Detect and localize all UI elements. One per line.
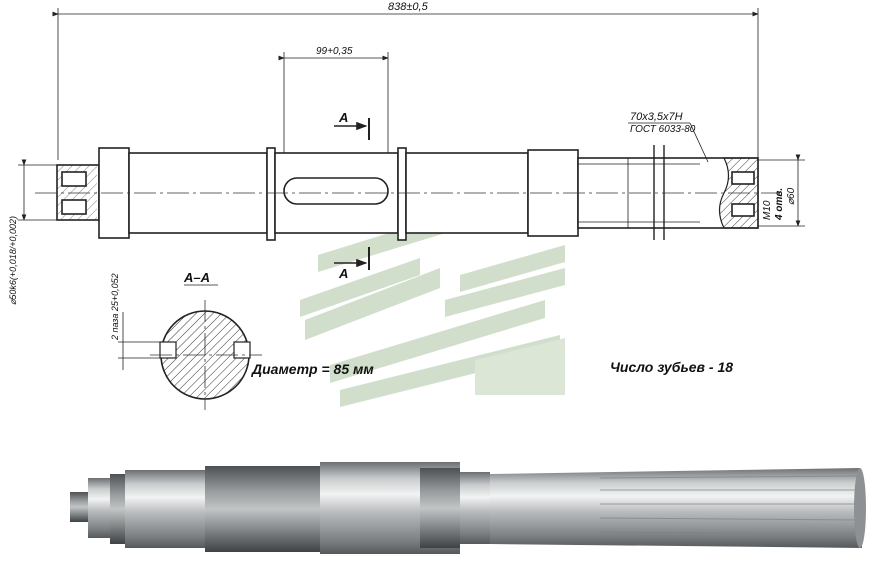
shaft-drawing: [35, 145, 780, 241]
right-end-dimensions: ⌀60 M10 4 отв.: [758, 154, 805, 227]
shaft-photo: [70, 462, 866, 554]
section-title: A–A: [183, 270, 210, 285]
spline-std-label: ГОСТ 6033-80: [630, 124, 696, 135]
thread-label: M10: [762, 200, 773, 220]
shaft-diameter-label: ⌀50k6(+0,018/+0,002): [8, 216, 18, 305]
teeth-count-text: Число зубьев - 18: [610, 359, 733, 375]
section-marks: A A: [334, 110, 370, 281]
diameter-text: Диаметр = 85 мм: [251, 361, 374, 377]
section-aa: A–A 2 паза 25+0,052: [110, 270, 262, 410]
spline-callout: 70x3,5x7H ГОСТ 6033-80: [628, 111, 709, 163]
overall-dimension: 838±0,5: [52, 1, 759, 165]
keyway-length-label: 99+0,35: [316, 46, 353, 57]
section-mark-top: A: [338, 110, 348, 125]
section-mark-bottom: A: [338, 266, 348, 281]
slot-label: 2 паза 25+0,052: [110, 273, 120, 341]
holes-label: 4 отв.: [774, 188, 785, 221]
left-diameter-dimension: ⌀50k6(+0,018/+0,002): [8, 159, 62, 305]
end-diameter-label: ⌀60: [786, 187, 797, 205]
overall-length-label: 838±0,5: [388, 1, 429, 13]
spline-spec-label: 70x3,5x7H: [630, 111, 683, 123]
